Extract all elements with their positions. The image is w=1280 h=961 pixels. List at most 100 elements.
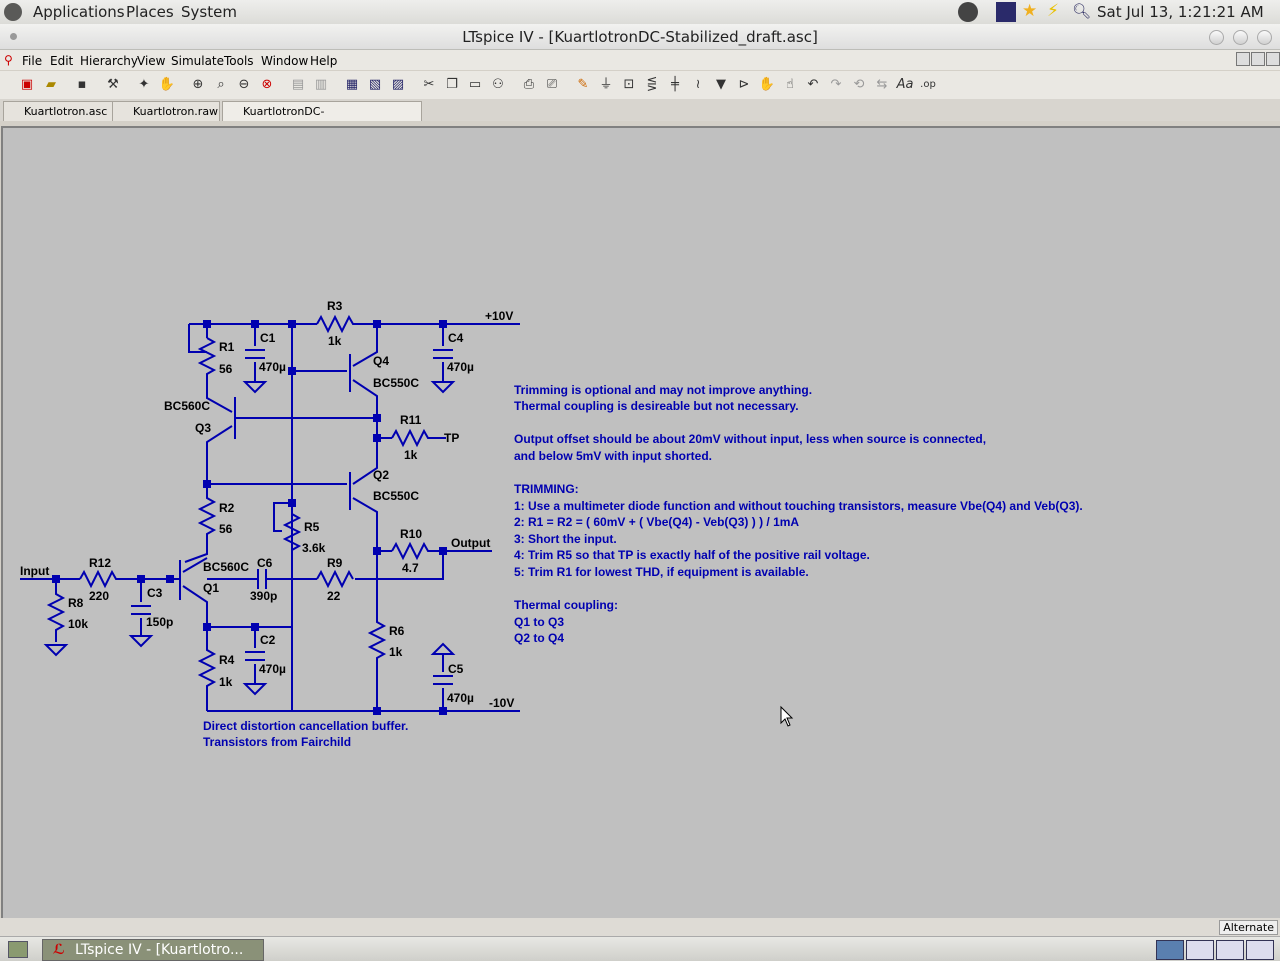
print-icon[interactable]: ⎚ <box>546 77 558 92</box>
menu-help[interactable]: Help <box>310 54 338 68</box>
resistor-icon[interactable]: ⋚ <box>646 77 658 92</box>
capacitor-icon[interactable]: ╪ <box>671 77 679 92</box>
r10-resistor[interactable] <box>391 541 492 561</box>
rotate-icon[interactable]: ⟲ <box>853 77 865 92</box>
r6-resistor[interactable] <box>367 551 387 711</box>
workspace-4[interactable] <box>1246 940 1274 960</box>
find-icon[interactable]: ⚇ <box>492 77 504 92</box>
note-line[interactable]: Q1 to Q3 <box>514 615 564 629</box>
net-label-vplus[interactable]: +10V <box>485 309 513 323</box>
run-icon[interactable]: ✦ <box>138 77 150 92</box>
ground-icon[interactable]: ⏚ <box>599 77 613 92</box>
undo-icon[interactable]: ↶ <box>807 77 819 92</box>
label-net-icon[interactable]: ⊡ <box>623 77 635 92</box>
taskbar-button-ltspice[interactable]: ℒ LTspice IV - [Kuartlotro... <box>42 939 264 961</box>
menu-window[interactable]: Window <box>261 54 309 68</box>
tray-app-icon[interactable] <box>996 2 1016 22</box>
r9-resistor[interactable] <box>316 569 354 589</box>
drag-icon[interactable]: ☝ <box>786 77 794 92</box>
menu-hierarchy[interactable]: Hierarchy <box>80 54 139 68</box>
note-line[interactable]: Q2 to Q4 <box>514 631 564 645</box>
cascade-icon[interactable]: ▦ <box>345 77 359 92</box>
spice-directive-icon[interactable]: .op <box>920 79 936 90</box>
menu-file[interactable]: File <box>22 54 43 68</box>
q4-transistor[interactable] <box>349 324 378 418</box>
net-label-input[interactable]: Input <box>20 564 49 578</box>
r8-resistor[interactable] <box>46 579 66 642</box>
paste-icon[interactable]: ▭ <box>468 77 482 92</box>
zoom-out-icon[interactable]: ⊖ <box>238 77 250 92</box>
q3-transistor[interactable] <box>206 397 236 484</box>
tile-vertical-icon[interactable]: ▥ <box>314 77 328 92</box>
close-window-button[interactable] <box>1257 30 1272 45</box>
q2-transistor[interactable] <box>349 452 378 551</box>
inductor-icon[interactable]: ≀ <box>695 77 701 92</box>
menu-edit[interactable]: Edit <box>50 54 74 68</box>
window-tile-icon[interactable]: ▧ <box>368 77 382 92</box>
note-line[interactable]: TRIMMING: <box>514 482 579 496</box>
cut-icon[interactable]: ✂ <box>423 77 435 92</box>
note-line[interactable]: 4: Trim R5 so that TP is exactly half of… <box>514 548 870 562</box>
print-setup-icon[interactable]: ⎙ <box>523 77 535 92</box>
diode-icon[interactable]: ▼ <box>716 77 726 92</box>
window-menu-dot[interactable] <box>10 33 17 40</box>
zoom-in-icon[interactable]: ⊕ <box>192 77 204 92</box>
r4-resistor[interactable] <box>197 627 217 711</box>
workspace-2[interactable] <box>1186 940 1214 960</box>
tab-kuartlotron-asc[interactable]: Kuartlotron.asc <box>3 101 113 121</box>
zoom-fit-icon[interactable]: ⊗ <box>261 77 273 92</box>
gnome-foot-icon[interactable] <box>4 3 22 21</box>
note-line[interactable]: Thermal coupling: <box>514 598 618 612</box>
net-label-vminus[interactable]: -10V <box>489 696 514 710</box>
text-icon[interactable]: Aa <box>896 77 914 92</box>
tray-play-icon[interactable] <box>958 2 978 22</box>
maximize-window-button[interactable] <box>1233 30 1248 45</box>
net-label-output[interactable]: Output <box>451 536 490 550</box>
net-label-tp[interactable]: TP <box>444 431 459 445</box>
minimize-window-button[interactable] <box>1209 30 1224 45</box>
save-icon[interactable]: ▪ <box>77 77 87 92</box>
applications-menu[interactable]: Applications <box>33 3 125 21</box>
r11-resistor[interactable] <box>391 428 446 448</box>
mdi-minimize-button[interactable] <box>1236 52 1250 66</box>
redo-icon[interactable]: ↷ <box>830 77 842 92</box>
system-menu[interactable]: System <box>181 3 237 21</box>
zoom-area-icon[interactable]: ⌕ <box>217 77 225 92</box>
note-line[interactable]: 2: R1 = R2 = ( 60mV + ( Vbe(Q4) - Veb(Q3… <box>514 515 799 529</box>
tab-kuartlotron-dc-stabilized[interactable]: KuartlotronDC-Stabilized_draft.asc <box>222 101 422 137</box>
caption-line-2[interactable]: Transistors from Fairchild <box>203 735 351 749</box>
note-line[interactable]: 1: Use a multimeter diode function and w… <box>514 499 1083 513</box>
note-line[interactable]: Output offset should be about 20mV witho… <box>514 432 986 446</box>
mdi-close-button[interactable] <box>1266 52 1280 66</box>
new-schematic-icon[interactable]: ▣ <box>20 77 34 92</box>
menu-tools[interactable]: Tools <box>224 54 254 68</box>
copy-icon[interactable]: ❐ <box>446 77 458 92</box>
note-line[interactable]: Thermal coupling is desireable but not n… <box>514 399 799 413</box>
tile-horizontal-icon[interactable]: ▤ <box>291 77 305 92</box>
workspace-3[interactable] <box>1216 940 1244 960</box>
draw-wire-icon[interactable]: ✎ <box>577 77 589 92</box>
r1-resistor[interactable] <box>197 337 233 413</box>
r12-resistor[interactable] <box>79 569 180 589</box>
schematic-canvas[interactable]: +10V -10V Input Output TP R3 1k R1 56 C1… <box>1 126 1280 918</box>
r3-resistor[interactable] <box>316 314 356 334</box>
workspace-1[interactable] <box>1156 940 1184 960</box>
show-desktop-icon[interactable] <box>8 941 28 958</box>
clock[interactable]: Sat Jul 13, 1:21:21 AM <box>1097 3 1264 21</box>
open-icon[interactable]: ▰ <box>46 77 56 92</box>
note-line[interactable]: Trimming is optional and may not improve… <box>514 383 812 397</box>
r5-resistor[interactable] <box>282 503 302 562</box>
menu-simulate[interactable]: Simulate <box>171 54 225 68</box>
schematic-svg[interactable]: +10V -10V Input Output TP R3 1k R1 56 C1… <box>3 128 1279 916</box>
component-icon[interactable]: ⊳ <box>738 77 750 92</box>
window-arrange-icon[interactable]: ▨ <box>391 77 405 92</box>
note-line[interactable]: and below 5mV with input shorted. <box>514 449 712 463</box>
note-line[interactable]: 3: Short the input. <box>514 532 617 546</box>
move-icon[interactable]: ✋ <box>758 77 776 92</box>
lightning-icon[interactable]: ⚡ <box>1047 1 1059 21</box>
tab-kuartlotron-raw[interactable]: Kuartlotron.raw <box>112 101 220 121</box>
r2-resistor[interactable] <box>184 484 217 563</box>
search-icon[interactable]: 🔍︎ <box>1072 2 1092 20</box>
caption-line-1[interactable]: Direct distortion cancellation buffer. <box>203 719 408 733</box>
note-line[interactable]: 5: Trim R1 for lowest THD, if equipment … <box>514 565 809 579</box>
